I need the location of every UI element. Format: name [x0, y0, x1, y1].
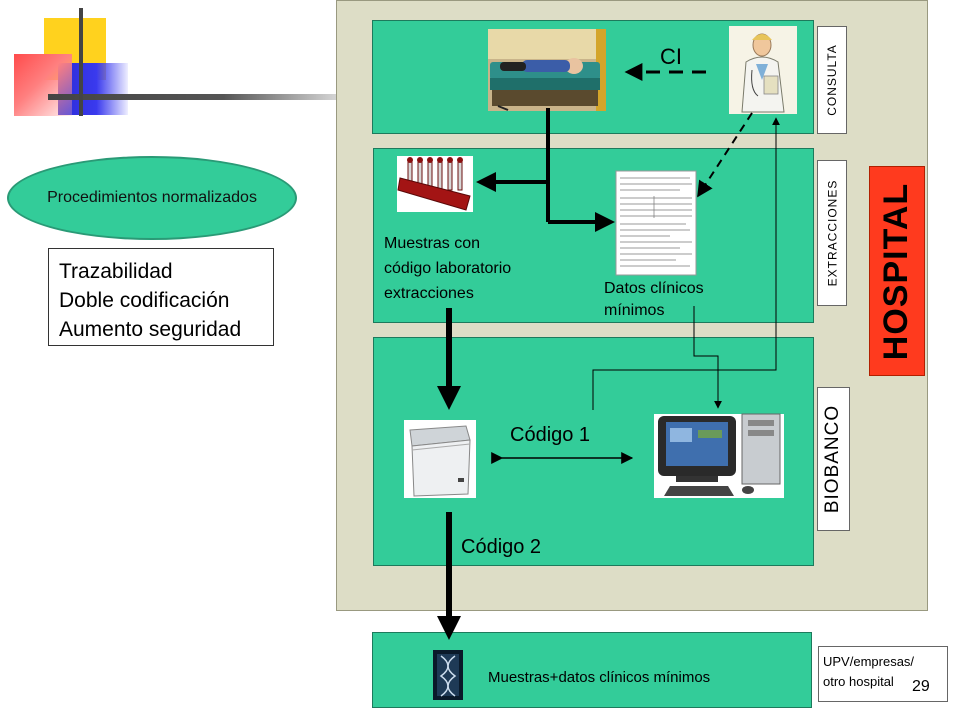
biobanco-label: BIOBANCO: [817, 387, 850, 531]
clinical-data-label: Datos clínicos mínimos: [604, 278, 704, 322]
code2-label: Código 2: [461, 536, 542, 558]
code1-label: Código 1: [510, 424, 591, 446]
decoration-horizontal-line: [48, 94, 340, 100]
clinical-data-label-line: mínimos: [604, 302, 665, 319]
procedures-text: Procedimientos normalizados: [47, 189, 257, 206]
procedures-ellipse: Procedimientos normalizados: [7, 156, 297, 240]
samples-label: Muestras con código laboratorio extracci…: [384, 231, 511, 306]
benefit-item: Trazabilidad: [59, 260, 173, 283]
final-samples-label: Muestras+datos clínicos mínimos: [488, 669, 711, 686]
decoration-red-square: [14, 54, 72, 116]
benefit-item: Doble codificación: [59, 289, 230, 312]
extracciones-label: EXTRACCIONES: [817, 160, 847, 306]
page-number: 29: [912, 678, 930, 695]
biobanco-label-text: BIOBANCO: [822, 404, 844, 514]
consulta-panel: [372, 20, 814, 134]
external-label-line: UPV/empresas/: [823, 654, 915, 669]
hospital-label: HOSPITAL: [869, 166, 925, 376]
external-destination-label: UPV/empresas/ otro hospital: [818, 646, 948, 702]
biobanco-panel: [373, 337, 814, 566]
clinical-data-label-line: Datos clínicos: [604, 280, 704, 297]
samples-label-line: código laboratorio: [384, 260, 512, 277]
consulta-label: CONSULTA: [817, 26, 847, 134]
ci-label: CI: [660, 44, 682, 69]
consulta-label-text: CONSULTA: [825, 44, 839, 116]
hospital-label-text: HOSPITAL: [877, 182, 916, 360]
samples-label-line: Muestras con: [384, 235, 481, 252]
benefit-item: Aumento seguridad: [59, 318, 242, 341]
benefits-box: Trazabilidad Doble codificación Aumento …: [48, 248, 274, 346]
samples-label-line: extracciones: [384, 285, 474, 302]
external-label-line: otro hospital: [823, 674, 894, 689]
decoration-vertical-line: [79, 8, 83, 116]
extracciones-label-text: EXTRACCIONES: [825, 179, 839, 287]
